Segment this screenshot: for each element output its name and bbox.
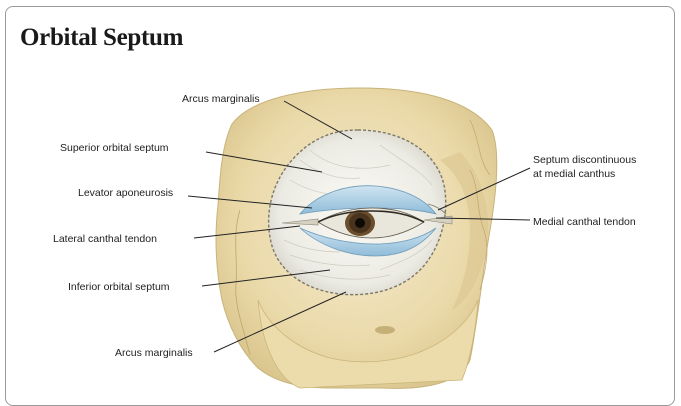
orbital-septum-diagram: Arcus marginalis Superior orbital septum… xyxy=(0,0,681,394)
label-levator-aponeurosis: Levator aponeurosis xyxy=(78,187,173,199)
label-arcus-marginalis-top: Arcus marginalis xyxy=(182,93,260,105)
label-lateral-canthal-tendon: Lateral canthal tendon xyxy=(53,233,157,245)
label-superior-orbital-septum: Superior orbital septum xyxy=(60,142,169,154)
label-inferior-orbital-septum: Inferior orbital septum xyxy=(68,281,170,293)
label-arcus-marginalis-bottom: Arcus marginalis xyxy=(115,347,193,359)
label-medial-canthal-tendon: Medial canthal tendon xyxy=(533,216,636,228)
label-septum-discontinuous-line2: at medial canthus xyxy=(533,168,615,180)
label-septum-discontinuous-line1: Septum discontinuous xyxy=(533,154,636,166)
pupil xyxy=(355,218,365,228)
